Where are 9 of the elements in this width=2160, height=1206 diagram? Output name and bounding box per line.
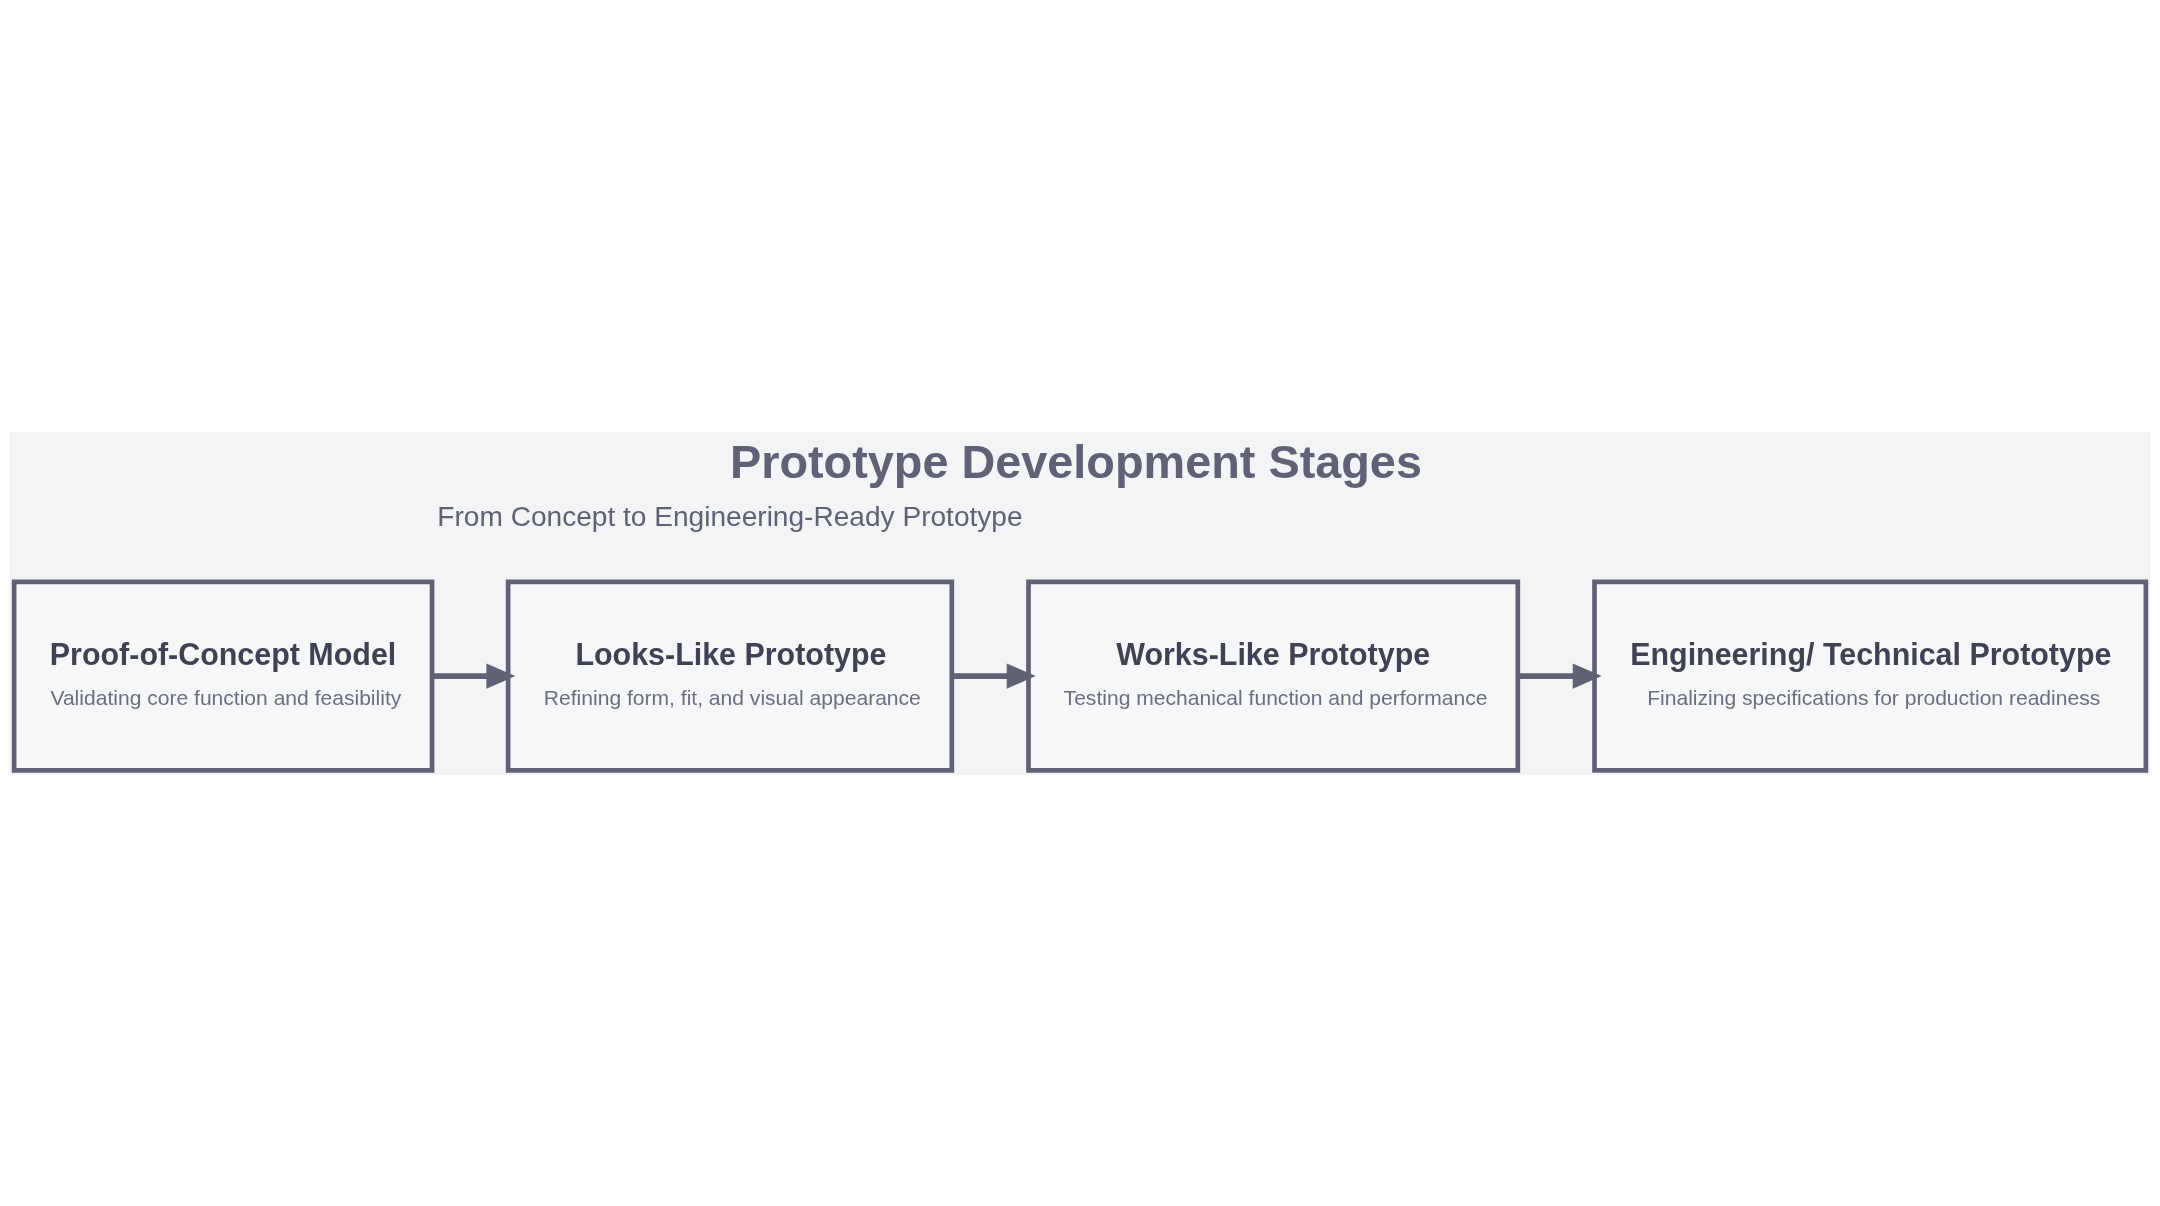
label: From Concept to Engineering-Ready Prototype — [437, 500, 1023, 532]
node-box: Engineering/ Technical Prototype Finalizing specifications for production readiness — [1592, 579, 2149, 773]
diagram-title: Prototype Development Stages — [729, 435, 1422, 488]
node-box: Works-Like Prototype Testing mechanical function and performance — [1026, 579, 1521, 773]
arrow — [432, 662, 516, 689]
node-box: Looks-Like Prototype Refining form, fit, and visual appearance — [505, 579, 955, 773]
arrow — [952, 662, 1036, 689]
arrow — [1518, 662, 1602, 689]
node-box: Proof-of-Concept Model Validating core function and feasibility — [11, 579, 435, 773]
